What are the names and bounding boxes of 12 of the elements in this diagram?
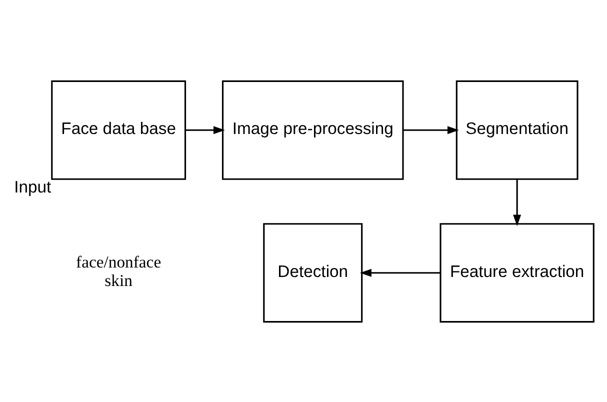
node-box: Feature extraction <box>440 222 594 322</box>
arrow <box>403 126 459 134</box>
node-box: Segmentation <box>456 80 578 180</box>
node-box: Face data base <box>51 80 186 180</box>
arrow <box>513 178 522 226</box>
label: face/nonface <box>76 252 162 271</box>
label: skin <box>104 270 132 290</box>
node-box: Detection <box>263 222 363 322</box>
arrow <box>360 268 440 276</box>
arrow <box>186 126 225 134</box>
node-box: Image pre-processing <box>222 80 404 180</box>
node-label: Input <box>14 176 52 196</box>
